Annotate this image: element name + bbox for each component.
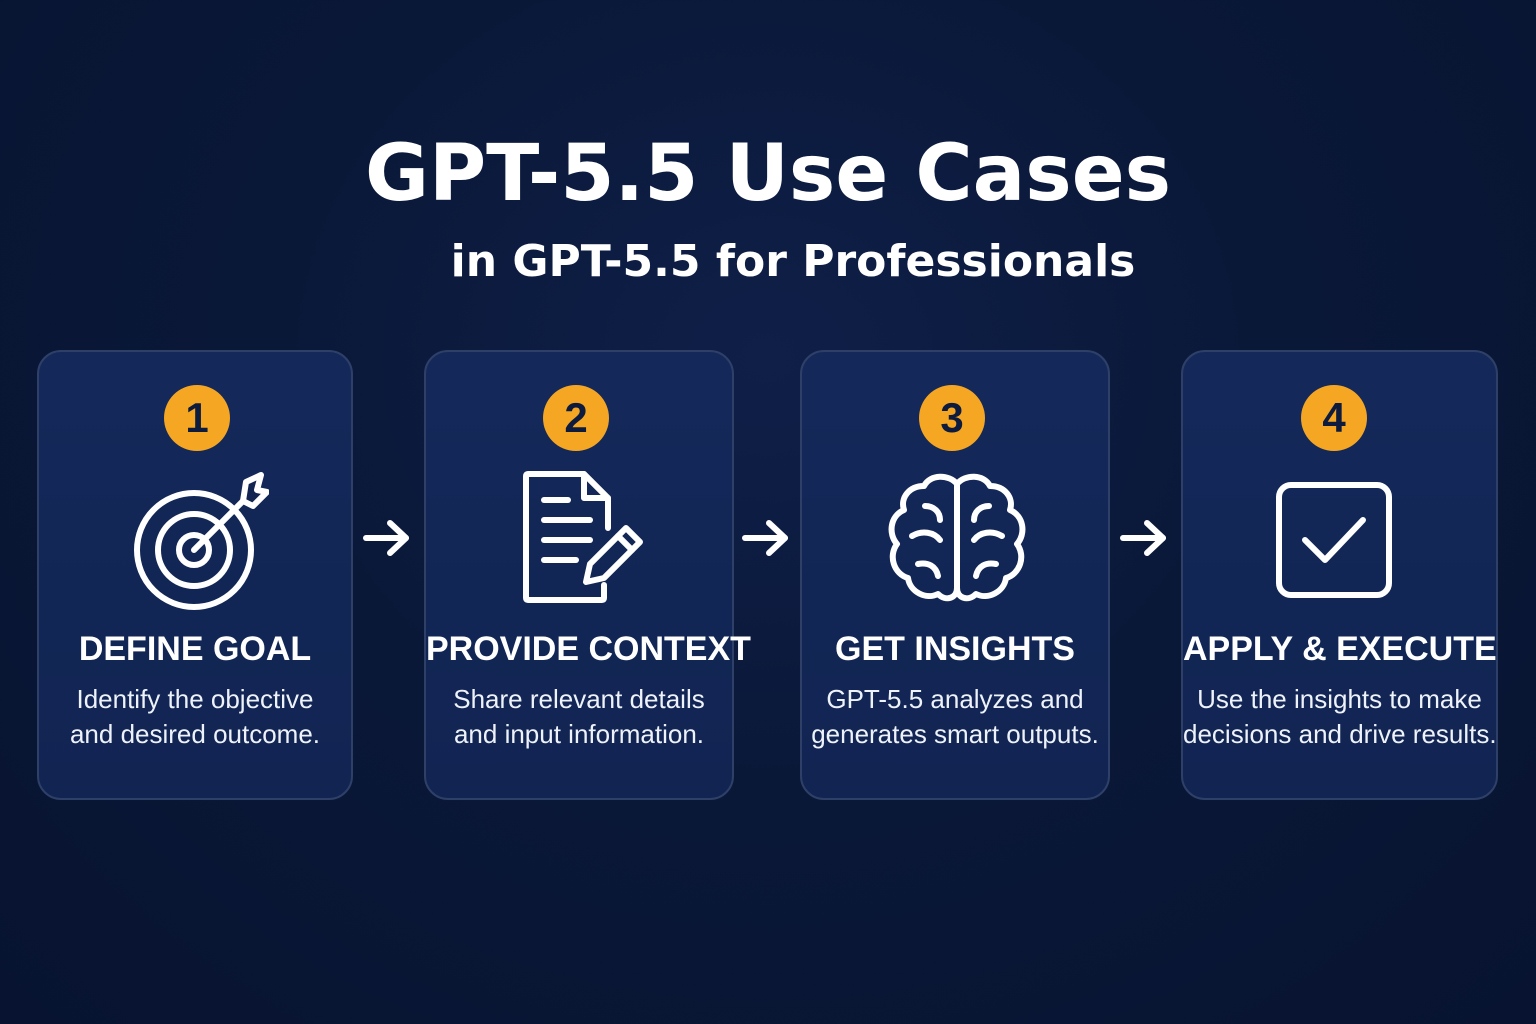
arrow-right-icon [1119, 518, 1169, 558]
step-description-line: decisions and drive results. [1183, 719, 1497, 749]
step-number-badge: 1 [164, 385, 230, 451]
step-description-line: Share relevant details [453, 684, 705, 714]
target-icon [119, 470, 269, 610]
step-number-badge: 4 [1301, 385, 1367, 451]
step-number-badge: 2 [543, 385, 609, 451]
step-card-provide-context: 2 PROVIDE CONTEXT Share relevant details… [424, 350, 751, 800]
step-description-line: Identify the objective [76, 684, 314, 714]
step-card-define-goal: 1 DEFINE GOAL Identify the objective and… [37, 350, 353, 800]
step-card-get-insights: 3 GET INSIGHTS GPT-5.5 analyzes and gene… [800, 350, 1110, 800]
step-description: Share relevant details and input informa… [426, 682, 732, 752]
arrow-right-icon [741, 518, 791, 558]
step-title: DEFINE GOAL [78, 630, 312, 668]
step-description: GPT-5.5 analyzes and generates smart out… [802, 682, 1108, 752]
checkbox-icon [1259, 470, 1409, 610]
page-title: GPT-5.5 Use Cases [364, 129, 1172, 219]
step-description-line: GPT-5.5 analyzes and [826, 684, 1084, 714]
step-title: GET INSIGHTS [835, 630, 1075, 668]
brain-icon [882, 470, 1032, 610]
step-description-line: generates smart outputs. [811, 719, 1099, 749]
step-title: APPLY & EXECUTE [1183, 630, 1497, 668]
step-title: PROVIDE CONTEXT [426, 630, 751, 668]
step-description: Identify the objective and desired outco… [39, 682, 351, 752]
step-description: Use the insights to make decisions and d… [1183, 682, 1497, 752]
step-number-badge: 3 [919, 385, 985, 451]
step-description-line: and desired outcome. [69, 719, 321, 749]
step-description-line: Use the insights to make [1197, 684, 1482, 714]
document-edit-icon [506, 470, 656, 610]
arrow-right-icon [362, 518, 412, 558]
step-description-line: and input information. [453, 719, 705, 749]
page-subtitle: in GPT-5.5 for Professionals [450, 236, 1136, 287]
step-card-apply-execute: 4 APPLY & EXECUTE Use the insights to ma… [1181, 350, 1498, 800]
